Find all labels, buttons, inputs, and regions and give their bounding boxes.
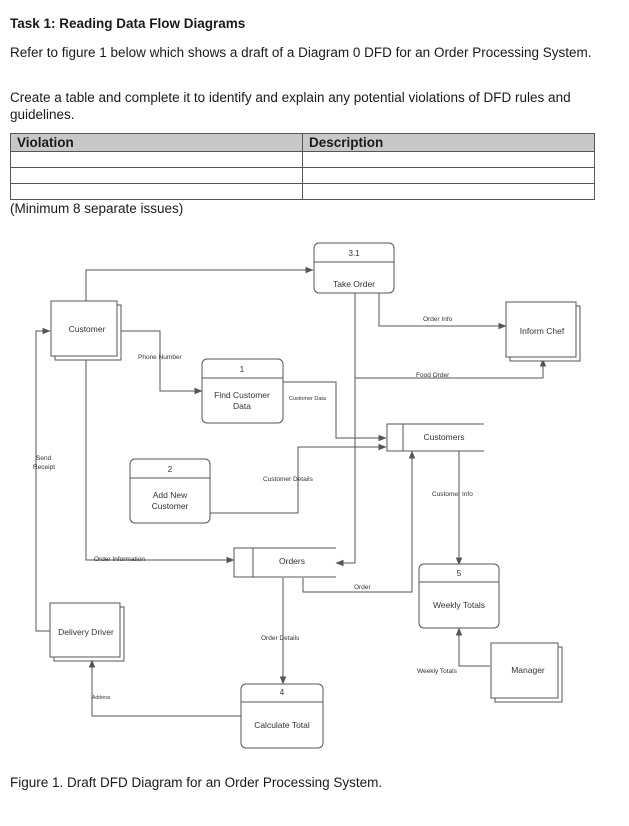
entity-manager: Manager [490, 642, 563, 703]
flow-food-order [355, 358, 547, 379]
entity-name: Manager [511, 665, 545, 675]
process-number: 1 [240, 365, 245, 374]
violations-table: Violation Description [10, 133, 595, 200]
data-flows [35, 266, 547, 717]
flow-label-order-information: Order Information [94, 556, 145, 563]
datastore-name: Customers [423, 432, 464, 442]
entity-name: Customer [69, 324, 106, 334]
flow-weekly-totals [455, 627, 490, 667]
figure-caption: Figure 1. Draft DFD Diagram for an Order… [10, 775, 383, 790]
entity-name: Delivery Driver [58, 627, 114, 637]
flow-order [302, 450, 416, 593]
process-weekly-totals: 5 Weekly Totals [418, 563, 500, 629]
flow-customer-details [210, 443, 387, 514]
task-title: Task 1: Reading Data Flow Diagrams [10, 16, 246, 31]
process-name: Take Order [333, 279, 375, 289]
table-row [10, 183, 595, 200]
flow-label-food-order: Food Order [416, 372, 450, 379]
table-cell [302, 183, 595, 200]
flow-customer-data [283, 381, 387, 442]
process-number: 4 [280, 688, 285, 697]
flow-label-order-info: Order Info [423, 316, 453, 323]
violation-column-header: Violation [10, 133, 303, 152]
entity-name: Inform Chef [520, 326, 565, 336]
process-name-line1: Find Customer [214, 390, 270, 400]
flow-order-information [85, 359, 235, 564]
entity-inform-chef: Inform Chef [505, 301, 581, 362]
process-number: 5 [457, 569, 462, 578]
process-find-customer-data: 1 Find Customer Data [201, 358, 284, 424]
description-column-header: Description [302, 133, 595, 152]
flow-label-customer-data: Customer Data [289, 396, 327, 402]
flow-label-phone-number: Phone Number [138, 354, 183, 361]
flow-label-send: Send [36, 455, 52, 462]
flow-phone-number [119, 330, 203, 395]
flow-label-customer-details: Customer Details [263, 476, 314, 483]
process-name: Calculate Total [254, 720, 310, 730]
flow-label-customer-info: Customer Info [432, 491, 473, 498]
minimum-issues-note: (Minimum 8 separate issues) [10, 201, 184, 216]
process-name-line2: Customer [152, 501, 189, 511]
flow-label-order: Order [354, 584, 371, 591]
instruction-paragraph-1: Refer to figure 1 below which shows a dr… [10, 45, 592, 60]
flow-label-address: Address [92, 695, 111, 701]
process-name: Weekly Totals [433, 600, 485, 610]
flow-take-order-to-orders [335, 293, 356, 567]
process-calculate-total: 4 Calculate Total [240, 683, 324, 749]
instruction-paragraph-2: Create a table and complete it to identi… [10, 90, 571, 122]
process-take-order: 3.1 Take Order [313, 242, 395, 294]
table-header-row: Violation Description [10, 133, 595, 152]
process-add-new-customer: 2 Add New Customer [129, 458, 211, 524]
flow-send-receipt [35, 327, 51, 632]
flow-label-receipt: Receipt [33, 464, 55, 471]
flow-label-order-details: Order Details [261, 635, 300, 642]
process-number: 2 [168, 465, 173, 474]
flow-label-weekly-totals: Weekly Totals [417, 668, 458, 675]
entity-delivery-driver: Delivery Driver [49, 602, 125, 662]
flow-address [88, 659, 241, 717]
datastore-name: Orders [279, 556, 305, 566]
datastore-orders: Orders [233, 547, 336, 578]
flow-order-info [378, 293, 507, 330]
flow-labels: Order Info Food Order Phone Number Custo… [33, 316, 473, 701]
process-number: 3.1 [348, 249, 360, 258]
process-name-line1: Add New [153, 490, 188, 500]
flow-customer-to-take-order [85, 266, 314, 302]
datastore-customers: Customers [386, 423, 484, 452]
process-name-line2: Data [233, 401, 251, 411]
entity-customer: Customer [50, 300, 122, 361]
